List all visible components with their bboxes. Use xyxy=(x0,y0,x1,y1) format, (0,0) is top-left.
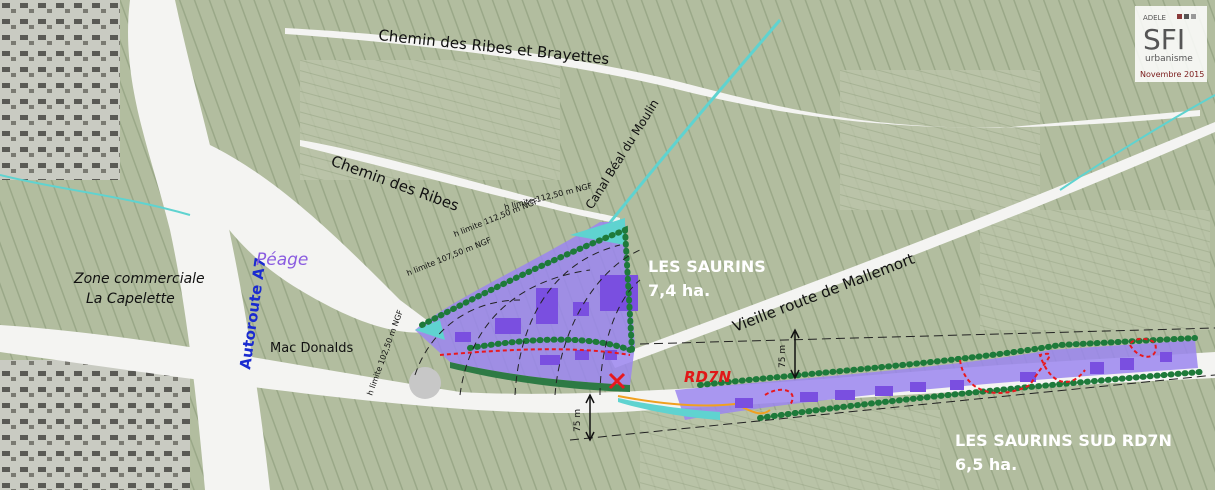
building xyxy=(735,398,753,408)
tree-line-north xyxy=(419,225,635,353)
logo-brand-main: SFI xyxy=(1143,23,1185,56)
building xyxy=(1020,372,1036,382)
building xyxy=(1120,358,1134,370)
building xyxy=(875,386,893,396)
height-contour xyxy=(514,244,621,396)
label-zone-commerciale: Zone commerciale xyxy=(73,271,205,287)
building xyxy=(495,318,521,334)
logo-brand-sub: urbanisme xyxy=(1145,54,1193,64)
building xyxy=(600,275,638,311)
pedestrian-path-south xyxy=(764,337,1157,406)
label-les-saurins-area: 7,4 ha. xyxy=(648,281,710,300)
height-contour xyxy=(459,269,591,396)
vieille-route-road xyxy=(610,122,1215,368)
field-block xyxy=(980,210,1210,330)
urban-area xyxy=(0,360,190,490)
tree-line-south xyxy=(697,335,1198,388)
canal-beal-du-moulin xyxy=(598,19,782,236)
zone-sud-canal-band xyxy=(618,398,720,420)
chemin-ribes-road xyxy=(300,140,620,224)
logo-date: Novembre 2015 xyxy=(1140,70,1204,79)
height-contour xyxy=(599,279,641,396)
building xyxy=(1090,362,1104,374)
label-les-saurins-sud: LES SAURINS SUD RD7N xyxy=(955,431,1172,450)
label-les-saurins: LES SAURINS xyxy=(648,257,766,276)
pedestrian-path-north xyxy=(439,348,631,356)
building xyxy=(835,390,855,400)
label-la-capelette: La Capelette xyxy=(86,291,175,307)
building xyxy=(455,332,471,342)
height-contour xyxy=(414,299,521,376)
label-rd7n: RD7N xyxy=(684,368,731,386)
tree-line-south-inner xyxy=(757,369,1203,421)
height-contour xyxy=(554,249,641,396)
zone-south-edge xyxy=(450,362,630,392)
canal-west xyxy=(0,174,191,216)
field-block xyxy=(640,410,940,490)
roundabout xyxy=(409,367,441,399)
logo-sfi: ADELE SFI urbanisme Novembre 2015 xyxy=(1135,6,1207,82)
urban-area xyxy=(0,0,120,180)
logo-brand-small: ADELE xyxy=(1143,14,1166,22)
building xyxy=(910,382,926,392)
setback-line-south xyxy=(569,374,1215,441)
building xyxy=(950,380,964,390)
field-block xyxy=(840,70,1040,210)
peage-area xyxy=(175,130,440,333)
label-setback-north: 75 m xyxy=(778,345,788,368)
chemin-ribes-brayettes-road xyxy=(285,28,1200,128)
canal-east xyxy=(1059,94,1215,191)
setback-line-north xyxy=(639,327,1215,345)
zone-les-saurins xyxy=(415,222,635,385)
zone-canal-band xyxy=(415,320,445,340)
label-setback-south: 75 m xyxy=(573,409,583,432)
building xyxy=(605,350,617,360)
label-mac-donalds: Mac Donalds xyxy=(270,341,353,356)
tree-line-inner xyxy=(467,336,633,353)
building xyxy=(575,350,589,360)
building xyxy=(1160,352,1172,362)
logo-squares-icon xyxy=(1177,14,1182,19)
orange-boundary xyxy=(617,395,771,415)
setback-arrowhead xyxy=(585,393,595,442)
access-cross-marker xyxy=(608,372,626,390)
building xyxy=(536,288,558,324)
building xyxy=(540,355,560,365)
setback-arrowhead xyxy=(790,328,800,380)
field-block xyxy=(300,60,560,180)
label-les-saurins-sud-area: 6,5 ha. xyxy=(955,455,1017,474)
building xyxy=(800,392,818,402)
label-peage: Péage xyxy=(256,250,308,270)
